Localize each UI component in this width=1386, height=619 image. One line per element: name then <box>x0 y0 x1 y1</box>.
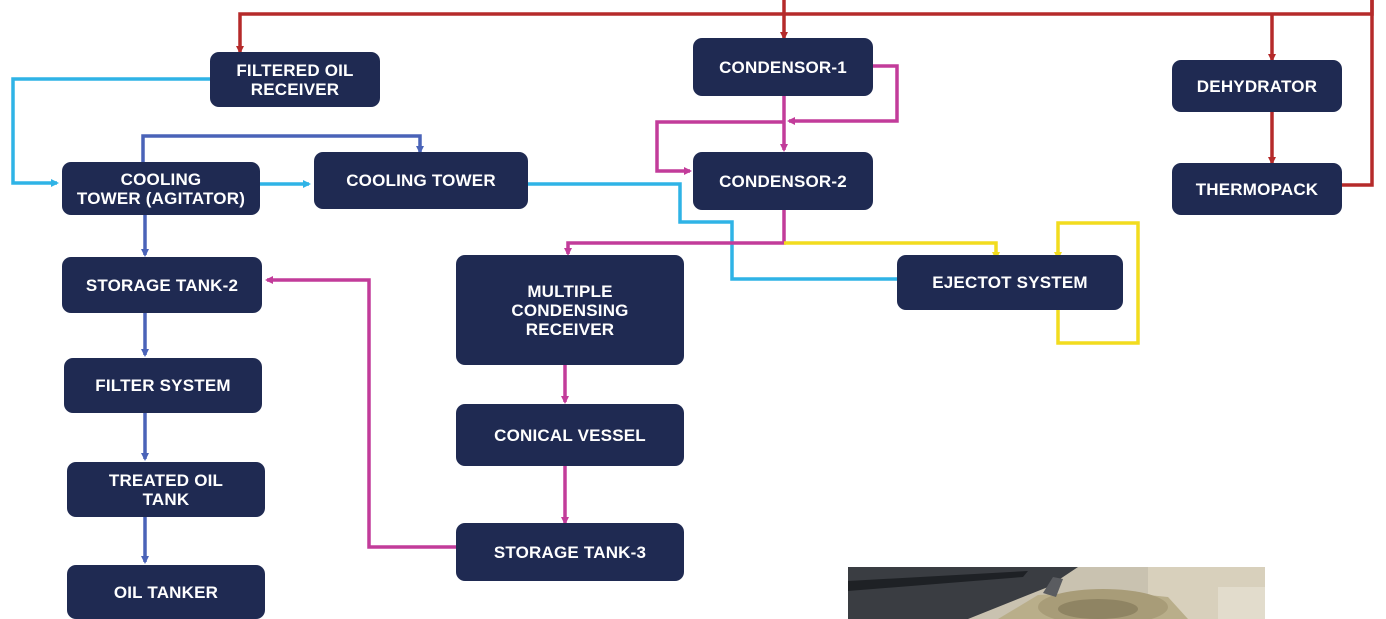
node-cooling-tower: COOLING TOWER <box>314 152 528 209</box>
hot-line-to-filtered-oil-receiver <box>236 0 1374 54</box>
node-ejector-system: EJECTOT SYSTEM <box>897 255 1123 310</box>
node-multiple-condensing-receiver: MULTIPLE CONDENSING RECEIVER <box>456 255 684 365</box>
condensate-line-condensor-2-to-receiver <box>564 210 786 256</box>
node-filtered-oil-receiver: FILTERED OIL RECEIVER <box>210 52 380 107</box>
node-storage-tank-2: STORAGE TANK-2 <box>62 257 262 313</box>
hot-line-thermopack-return <box>1342 0 1374 187</box>
node-treated-oil-tank: TREATED OIL TANK <box>67 462 265 517</box>
node-condensor-1: CONDENSOR-1 <box>693 38 873 96</box>
node-dehydrator: DEHYDRATOR <box>1172 60 1342 112</box>
condensate-line-storage-3-to-storage-2 <box>265 276 456 549</box>
node-filter-system: FILTER SYSTEM <box>64 358 262 413</box>
condensate-line-left-loop <box>655 120 784 175</box>
node-oil-tanker: OIL TANKER <box>67 565 265 619</box>
cooling-line-tower-to-ejector <box>528 182 897 281</box>
node-conical-vessel: CONICAL VESSEL <box>456 404 684 466</box>
node-thermopack: THERMOPACK <box>1172 163 1342 215</box>
vacuum-line-ejector-loop <box>1054 221 1140 345</box>
equipment-photo <box>848 567 1265 619</box>
node-storage-tank-3: STORAGE TANK-3 <box>456 523 684 581</box>
condensate-line-condensor-1-loop <box>787 64 899 125</box>
vacuum-line-condensor-2-to-ejector <box>784 241 1000 260</box>
node-cooling-tower-agitator: COOLING TOWER (AGITATOR) <box>62 162 260 215</box>
node-condensor-2: CONDENSOR-2 <box>693 152 873 210</box>
cooling-line-receiver-to-agitator <box>11 77 210 187</box>
oil-line-agitator-to-tower-top <box>141 134 424 162</box>
